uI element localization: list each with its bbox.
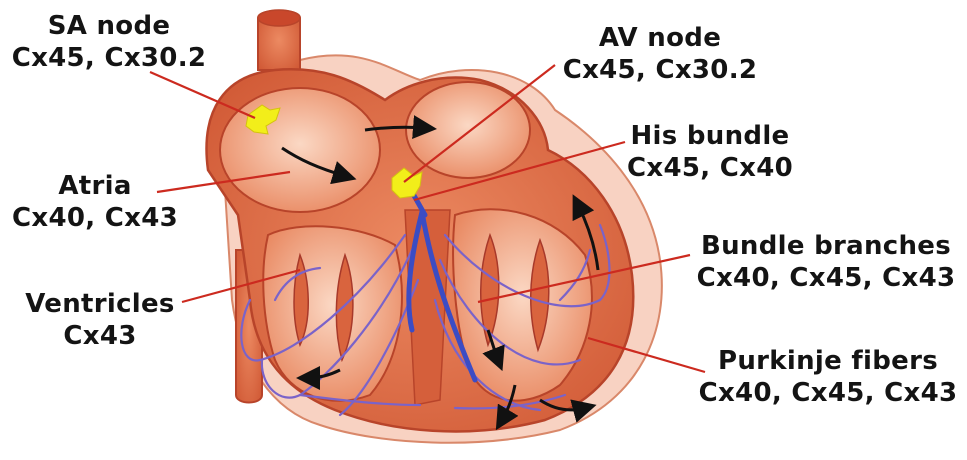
his-bundle-connexins: Cx45, Cx40 xyxy=(620,152,800,184)
label-av-node: AV node Cx45, Cx30.2 xyxy=(555,22,765,86)
sa-node-connexins: Cx45, Cx30.2 xyxy=(4,42,214,74)
ventricles-connexins: Cx43 xyxy=(15,320,185,352)
atria-name: Atria xyxy=(5,170,185,202)
vena-cava-opening xyxy=(258,10,300,26)
label-his-bundle: His bundle Cx45, Cx40 xyxy=(620,120,800,184)
label-purkinje-fibers: Purkinje fibers Cx40, Cx45, Cx43 xyxy=(692,345,964,409)
label-atria: Atria Cx40, Cx43 xyxy=(5,170,185,234)
atria-connexins: Cx40, Cx43 xyxy=(5,202,185,234)
ventricles-name: Ventricles xyxy=(15,288,185,320)
purkinje-fibers-name: Purkinje fibers xyxy=(692,345,964,377)
bundle-branches-connexins: Cx40, Cx45, Cx43 xyxy=(690,262,962,294)
sa-node-name: SA node xyxy=(4,10,214,42)
label-bundle-branches: Bundle branches Cx40, Cx45, Cx43 xyxy=(690,230,962,294)
his-bundle-name: His bundle xyxy=(620,120,800,152)
av-node-name: AV node xyxy=(555,22,765,54)
right-atrium xyxy=(220,88,380,212)
label-ventricles: Ventricles Cx43 xyxy=(15,288,185,352)
purkinje-fibers-connexins: Cx40, Cx45, Cx43 xyxy=(692,377,964,409)
label-sa-node: SA node Cx45, Cx30.2 xyxy=(4,10,214,74)
av-node-connexins: Cx45, Cx30.2 xyxy=(555,54,765,86)
left-atrium xyxy=(406,82,530,178)
bundle-branches-name: Bundle branches xyxy=(690,230,962,262)
